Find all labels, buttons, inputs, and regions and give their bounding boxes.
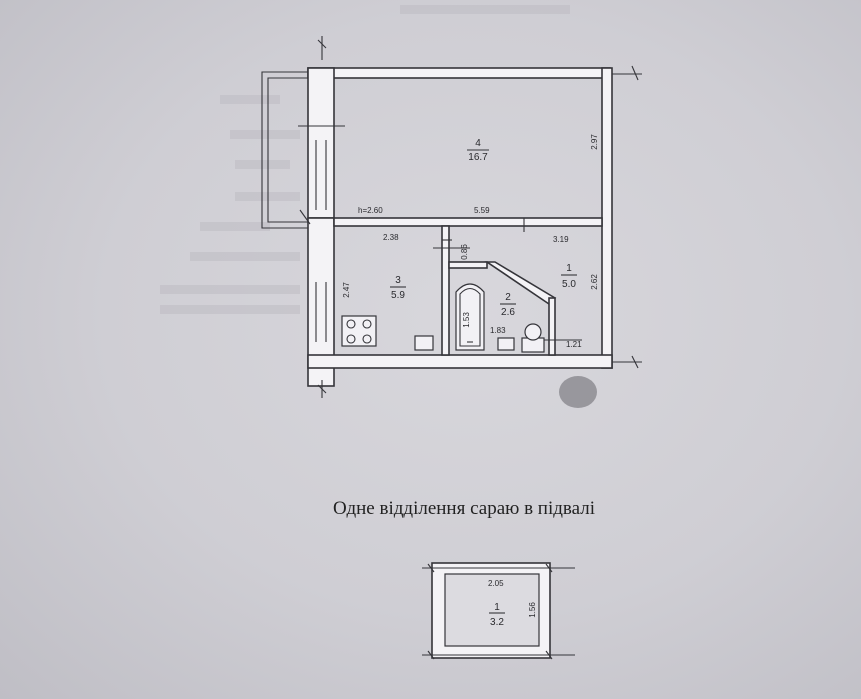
wall-bath-top (448, 261, 488, 269)
basement-storage-plan: 2.05 1.56 1 3.2 (422, 562, 575, 660)
room-2-area: 2.6 (501, 307, 515, 318)
room-4-number: 4 (475, 138, 481, 149)
basement-room-number: 1 (494, 602, 500, 613)
dim-room4-width: 5.59 (474, 206, 490, 215)
wall-living-partition (333, 217, 603, 227)
dimension-ticks (299, 36, 642, 398)
dim-kitchen-width: 2.38 (383, 233, 399, 242)
background-bleed (160, 5, 570, 314)
dim-kitchen-height: 2.47 (342, 282, 351, 298)
room-3-area: 5.9 (391, 290, 405, 301)
dim-hall-width: 3.19 (553, 235, 569, 244)
dim-entry-width: 1.21 (566, 340, 582, 349)
dim-hall-height: 2.62 (590, 274, 599, 290)
window-living (315, 140, 327, 210)
stove-icon (341, 315, 377, 347)
basement-dim-height: 1.56 (528, 602, 537, 618)
kitchen-sink-icon (414, 335, 434, 351)
window-kitchen (315, 282, 327, 342)
bathtub-icon (455, 283, 485, 351)
basement-caption: Одне відділення сараю в підвалі (333, 498, 595, 519)
wall-kitchen-bath (441, 225, 450, 356)
dim-bath-width: 1.83 (490, 326, 506, 335)
room-3-number: 3 (395, 275, 401, 286)
basement-dim-width: 2.05 (488, 579, 504, 588)
wall-north (307, 67, 611, 79)
dim-bath-height: 1.53 (462, 312, 471, 328)
toilet-icon (521, 323, 545, 353)
wall-east (601, 67, 613, 369)
ceiling-height-label: h=2.60 (358, 206, 383, 215)
dim-bath-gap: 0.86 (460, 244, 469, 260)
scan-mark (559, 376, 597, 408)
washbasin-icon (497, 337, 515, 351)
room-1-area: 5.0 (562, 279, 576, 290)
wall-bath-right (548, 297, 556, 356)
balcony (261, 71, 308, 229)
dim-room4-height: 2.97 (590, 134, 599, 150)
room-1-number: 1 (566, 263, 572, 274)
basement-room-area: 3.2 (490, 617, 504, 628)
apartment-plan: 4 16.7 3 5.9 2 2.6 1 5.0 h=2.60 5.59 2.9… (261, 36, 642, 408)
room-2-number: 2 (505, 292, 511, 303)
room-4-area: 16.7 (468, 152, 488, 163)
wall-bath-diagonal (484, 261, 557, 306)
wall-west-top (307, 67, 335, 219)
wall-south (307, 354, 613, 369)
